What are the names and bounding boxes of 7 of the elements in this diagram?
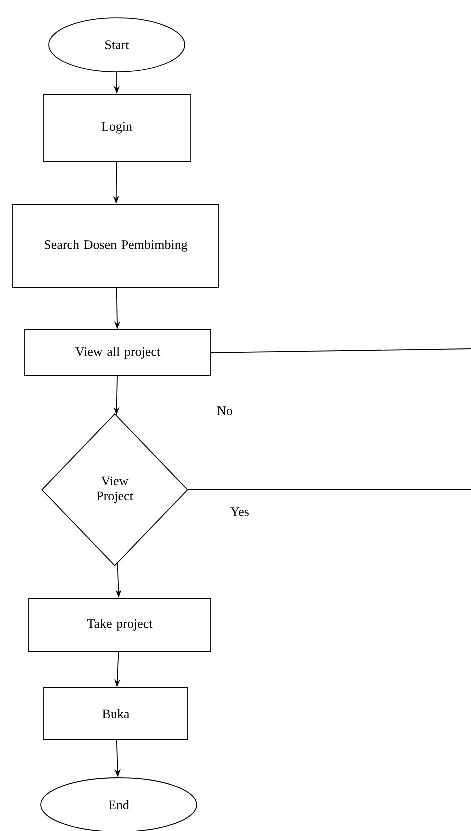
process-box: Buka bbox=[44, 688, 188, 740]
process-box: View all project bbox=[24, 330, 212, 376]
edge-label: Yes bbox=[230, 506, 250, 518]
branch-label: No bbox=[217, 406, 232, 416]
process-box: Search Dosen Pembimbing bbox=[12, 204, 220, 288]
process-box: Take project bbox=[28, 598, 212, 652]
process-box: Login bbox=[43, 94, 191, 162]
